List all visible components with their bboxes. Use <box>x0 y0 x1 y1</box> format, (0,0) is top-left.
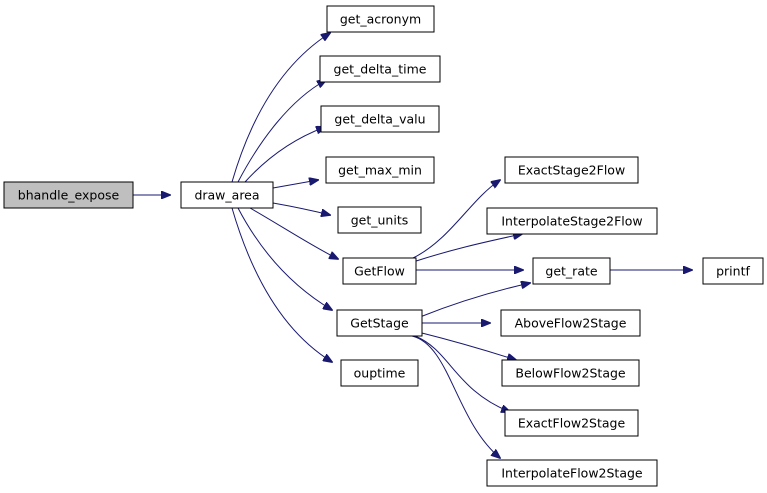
node-label: printf <box>716 264 750 279</box>
edge-draw_area-GetStage <box>237 207 332 310</box>
edge-draw_area-get_delta_valu <box>244 127 325 183</box>
node-ouptime[interactable]: ouptime <box>340 359 419 387</box>
node-get_max_min[interactable]: get_max_min <box>325 156 435 184</box>
node-label: bhandle_expose <box>18 188 120 203</box>
node-label: BelowFlow2Stage <box>515 366 626 381</box>
node-label: InterpolateFlow2Stage <box>501 466 643 481</box>
node-label: AboveFlow2Stage <box>515 316 627 331</box>
node-get_units[interactable]: get_units <box>337 206 422 234</box>
node-printf[interactable]: printf <box>702 257 764 285</box>
edge-GetStage-ExactFlow2Stage <box>414 335 510 412</box>
node-draw_area[interactable]: draw_area <box>180 181 274 209</box>
edge-GetFlow-InterpolateStage2Flow <box>412 234 522 263</box>
edge-GetFlow-ExactStage2Flow <box>412 180 500 259</box>
edge-draw_area-GetFlow <box>249 207 338 259</box>
edge-draw_area-get_units <box>272 202 330 215</box>
node-label: get_delta_valu <box>334 112 425 127</box>
node-bhandle_expose[interactable]: bhandle_expose <box>3 181 134 209</box>
edge-GetStage-BelowFlow2Stage <box>417 331 516 360</box>
node-BelowFlow2Stage[interactable]: BelowFlow2Stage <box>501 359 640 387</box>
node-get_acronym[interactable]: get_acronym <box>326 5 435 33</box>
node-GetStage[interactable]: GetStage <box>336 309 423 337</box>
node-get_rate[interactable]: get_rate <box>532 257 611 285</box>
edge-draw_area-get_acronym <box>231 33 330 183</box>
node-label: GetFlow <box>354 264 405 279</box>
edge-draw_area-ouptime <box>231 207 332 362</box>
node-label: get_rate <box>545 264 597 279</box>
node-label: draw_area <box>194 188 259 203</box>
node-label: ExactFlow2Stage <box>518 416 626 431</box>
node-get_delta_valu[interactable]: get_delta_valu <box>320 105 440 133</box>
edge-GetStage-get_rate <box>419 283 530 318</box>
node-ExactFlow2Stage[interactable]: ExactFlow2Stage <box>504 409 639 437</box>
edges <box>133 33 692 458</box>
node-label: ouptime <box>354 366 406 381</box>
edge-draw_area-get_max_min <box>272 180 318 189</box>
node-label: get_units <box>351 213 409 228</box>
node-label: InterpolateStage2Flow <box>501 214 642 229</box>
node-label: get_delta_time <box>334 62 427 77</box>
node-label: ExactStage2Flow <box>518 163 625 178</box>
nodes: bhandle_expose draw_area get_acronym get… <box>3 5 764 487</box>
node-InterpolateFlow2Stage[interactable]: InterpolateFlow2Stage <box>486 459 658 487</box>
node-label: get_max_min <box>338 163 422 178</box>
node-get_delta_time[interactable]: get_delta_time <box>319 55 441 83</box>
node-label: GetStage <box>350 316 409 331</box>
node-AboveFlow2Stage[interactable]: AboveFlow2Stage <box>500 309 641 337</box>
edge-GetStage-InterpolateFlow2Stage <box>411 335 500 458</box>
edge-draw_area-get_delta_time <box>237 80 326 183</box>
node-ExactStage2Flow[interactable]: ExactStage2Flow <box>504 156 639 184</box>
node-GetFlow[interactable]: GetFlow <box>342 257 417 285</box>
node-label: get_acronym <box>340 12 421 27</box>
node-InterpolateStage2Flow[interactable]: InterpolateStage2Flow <box>486 207 658 235</box>
